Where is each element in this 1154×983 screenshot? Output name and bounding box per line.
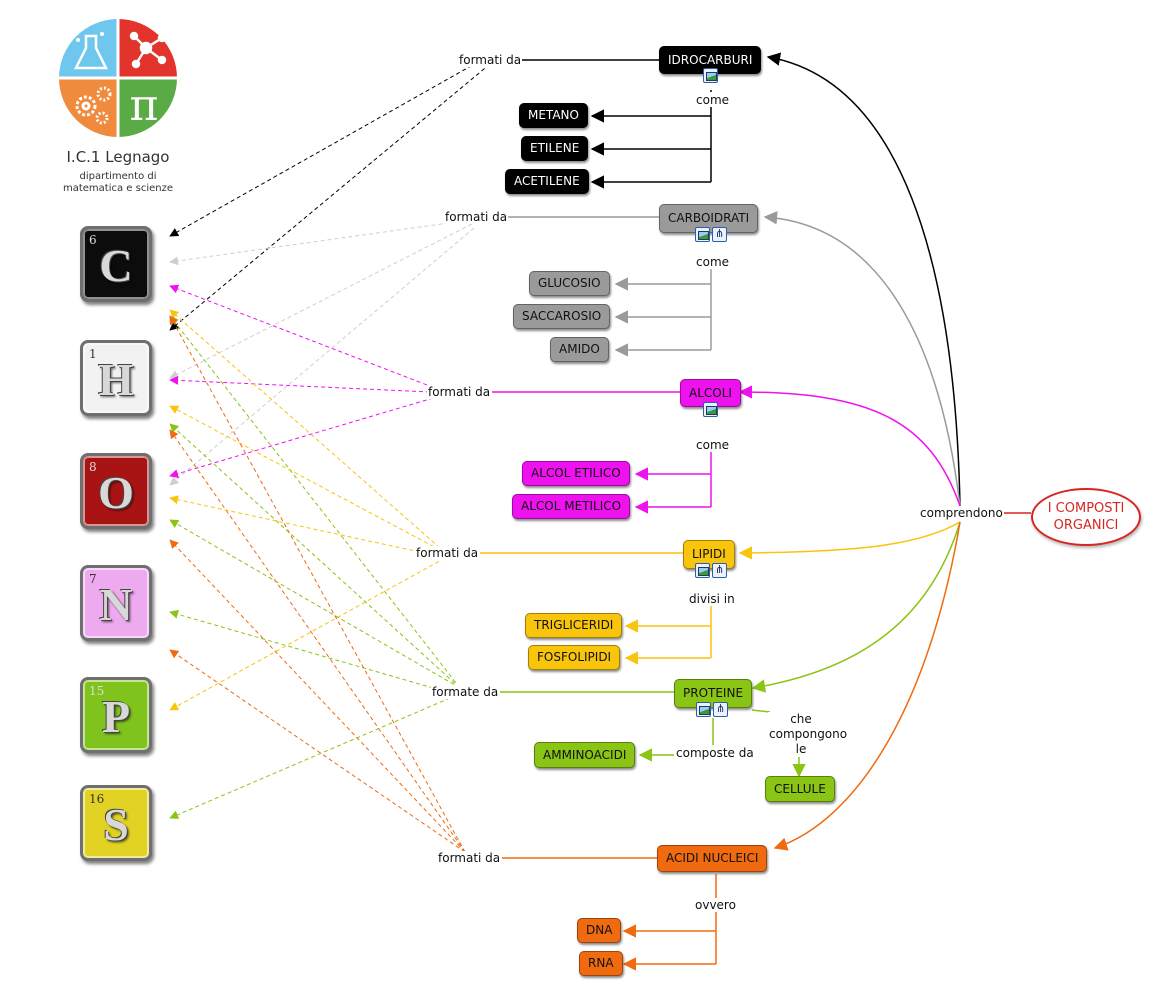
atomic-number: 6: [89, 233, 97, 247]
concept-acidi-nucleici[interactable]: ACIDI NUCLEICI: [657, 845, 768, 872]
concept-etilene[interactable]: ETILENE: [521, 136, 589, 161]
atomic-number: 15: [89, 684, 105, 698]
link-label-formati-da: formati da: [458, 53, 523, 67]
school-name: I.C.1 Legnago: [66, 148, 170, 166]
image-resource-icon[interactable]: [695, 563, 710, 578]
concept-map-resource-icon[interactable]: [712, 563, 727, 578]
link-label-ovvero: ovvero: [694, 898, 737, 912]
concept-alcol-metilico[interactable]: ALCOL METILICO: [512, 494, 631, 519]
link-label-formati-da: formati da: [415, 546, 480, 560]
element-tile-c[interactable]: 6 C: [80, 226, 152, 302]
concept-metano[interactable]: METANO: [519, 103, 588, 128]
image-resource-icon[interactable]: [695, 227, 710, 242]
atomic-number: 8: [89, 460, 97, 474]
gears-icon: [75, 86, 112, 125]
link-label-che-compongono-le: che compongono le: [768, 712, 848, 757]
link-label-composte-da: composte da: [675, 746, 755, 760]
concept-rna[interactable]: RNA: [579, 951, 623, 976]
root-line-1: I COMPOSTI: [1047, 501, 1125, 516]
concept-map-resource-icon[interactable]: [713, 702, 728, 717]
link-label-formati-da: formati da: [427, 385, 492, 399]
element-symbol: H: [98, 354, 134, 405]
element-symbol: O: [98, 467, 134, 518]
element-symbol: C: [99, 240, 133, 291]
link-label-formati-da: formati da: [444, 210, 509, 224]
link-label-come: come: [695, 438, 731, 452]
concept-alcol-etilico[interactable]: ALCOL ETILICO: [522, 461, 630, 486]
root-link-label: comprendono: [919, 506, 1004, 520]
concept-map-resource-icon[interactable]: [712, 227, 727, 242]
element-symbol: N: [99, 579, 133, 630]
concept-amminoacidi[interactable]: AMMINOACIDI: [534, 742, 636, 768]
concept-dna[interactable]: DNA: [577, 918, 622, 943]
link-label-divisi-in: divisi in: [688, 592, 736, 606]
root-line-2: ORGANICI: [1053, 518, 1119, 533]
image-resource-icon[interactable]: [696, 702, 711, 717]
school-logo: π: [58, 18, 178, 138]
concept-fosfolipidi[interactable]: FOSFOLIPIDI: [528, 645, 621, 670]
image-resource-icon[interactable]: [703, 68, 718, 83]
link-label-come: come: [695, 255, 731, 269]
link-label-formati-da: formati da: [437, 851, 502, 865]
root-concept[interactable]: I COMPOSTI ORGANICI: [1031, 488, 1141, 546]
element-symbol: P: [101, 691, 131, 742]
element-tile-s[interactable]: 16 S: [80, 785, 152, 861]
link-label-formate-da: formate da: [431, 685, 500, 699]
element-tile-h[interactable]: 1 H: [80, 340, 152, 416]
concept-saccarosio[interactable]: SACCAROSIO: [513, 304, 611, 329]
department-line-2: matematica e scienze: [62, 183, 174, 194]
flask-icon: [73, 34, 109, 70]
link-label-come: come: [695, 93, 731, 107]
department-line-1: dipartimento di: [79, 171, 157, 182]
pi-icon: π: [130, 80, 159, 131]
logo-quadrant-pi: [118, 78, 177, 137]
atomic-number: 7: [89, 572, 97, 586]
atomic-number: 16: [89, 792, 105, 806]
concept-cellule[interactable]: CELLULE: [765, 776, 835, 802]
concept-amido[interactable]: AMIDO: [550, 337, 609, 362]
concept-trigliceridi[interactable]: TRIGLICERIDI: [525, 613, 623, 638]
concept-acetilene[interactable]: ACETILENE: [505, 169, 589, 194]
element-tile-n[interactable]: 7 N: [80, 565, 152, 641]
concept-carboidrati[interactable]: CARBOIDRATI: [659, 204, 759, 233]
element-tile-o[interactable]: 8 O: [80, 453, 152, 529]
concept-glucosio[interactable]: GLUCOSIO: [529, 271, 610, 296]
element-symbol: S: [103, 799, 129, 850]
image-resource-icon[interactable]: [703, 402, 718, 417]
element-tile-p[interactable]: 15 P: [80, 677, 152, 753]
atomic-number: 1: [89, 347, 97, 361]
molecule-icon: [129, 31, 167, 69]
